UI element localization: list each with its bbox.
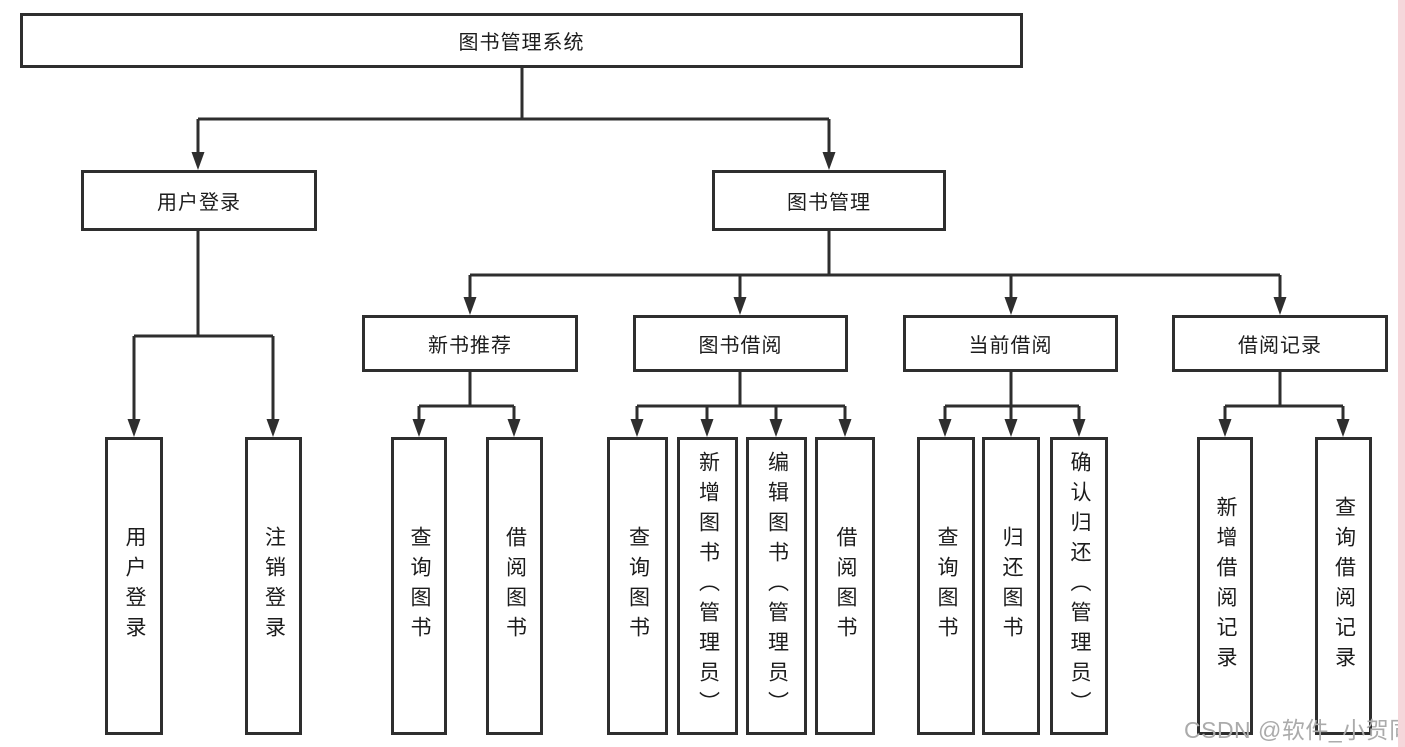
node-current-borrowing-label: 当前借阅 xyxy=(968,335,1053,357)
leaf-user-login: 用户登录 xyxy=(105,437,163,735)
leaf-current-return-books-label: 归还图书 xyxy=(1000,526,1023,646)
node-book-management: 图书管理 xyxy=(712,170,946,231)
csdn-watermark: CSDN @软件_小贺同学 xyxy=(1184,717,1405,743)
leaf-logout-label: 注销登录 xyxy=(262,526,286,646)
leaf-newbook-query-books: 查询图书 xyxy=(391,437,447,735)
leaf-borrow-borrow-books-label: 借阅图书 xyxy=(834,526,857,646)
leaf-borrow-edit-books-admin-label: 编辑图书（管理员） xyxy=(765,451,789,721)
leaf-current-return-books: 归还图书 xyxy=(982,437,1040,735)
node-borrowing-records-label: 借阅记录 xyxy=(1238,335,1322,357)
node-root-label: 图书管理系统 xyxy=(458,32,585,54)
leaf-current-query-books: 查询图书 xyxy=(917,437,975,735)
leaf-borrow-add-books-admin: 新增图书（管理员） xyxy=(677,437,738,735)
leaf-record-add-label: 新增借阅记录 xyxy=(1214,496,1237,676)
leaf-user-login-label: 用户登录 xyxy=(123,526,146,646)
leaf-newbook-query-books-label: 查询图书 xyxy=(408,526,431,646)
node-current-borrowing: 当前借阅 xyxy=(903,315,1118,372)
leaf-borrow-query-books-label: 查询图书 xyxy=(626,526,650,646)
node-book-management-label: 图书管理 xyxy=(787,192,871,214)
node-user-login-label: 用户登录 xyxy=(157,192,241,214)
node-root-system: 图书管理系统 xyxy=(20,13,1023,68)
leaf-borrow-edit-books-admin: 编辑图书（管理员） xyxy=(746,437,807,735)
leaf-record-query-label: 查询借阅记录 xyxy=(1332,496,1356,676)
leaf-current-confirm-return-admin: 确认归还（管理员） xyxy=(1050,437,1108,735)
node-new-book-recommend: 新书推荐 xyxy=(362,315,578,372)
leaf-record-query: 查询借阅记录 xyxy=(1315,437,1372,735)
leaf-current-query-books-label: 查询图书 xyxy=(935,526,958,646)
leaf-logout: 注销登录 xyxy=(245,437,302,735)
leaf-record-add: 新增借阅记录 xyxy=(1197,437,1253,735)
leaf-newbook-borrow-books-label: 借阅图书 xyxy=(503,526,527,646)
node-book-borrowing-label: 图书借阅 xyxy=(698,335,783,357)
leaf-borrow-borrow-books: 借阅图书 xyxy=(815,437,875,735)
right-edge-accent-strip xyxy=(1398,0,1405,747)
leaf-newbook-borrow-books: 借阅图书 xyxy=(486,437,543,735)
node-new-book-recommend-label: 新书推荐 xyxy=(428,335,512,357)
leaf-borrow-query-books: 查询图书 xyxy=(607,437,668,735)
leaf-borrow-add-books-admin-label: 新增图书（管理员） xyxy=(696,451,720,721)
node-user-login: 用户登录 xyxy=(81,170,317,231)
node-book-borrowing: 图书借阅 xyxy=(633,315,848,372)
leaf-current-confirm-return-admin-label: 确认归还（管理员） xyxy=(1068,451,1091,721)
node-borrowing-records: 借阅记录 xyxy=(1172,315,1388,372)
